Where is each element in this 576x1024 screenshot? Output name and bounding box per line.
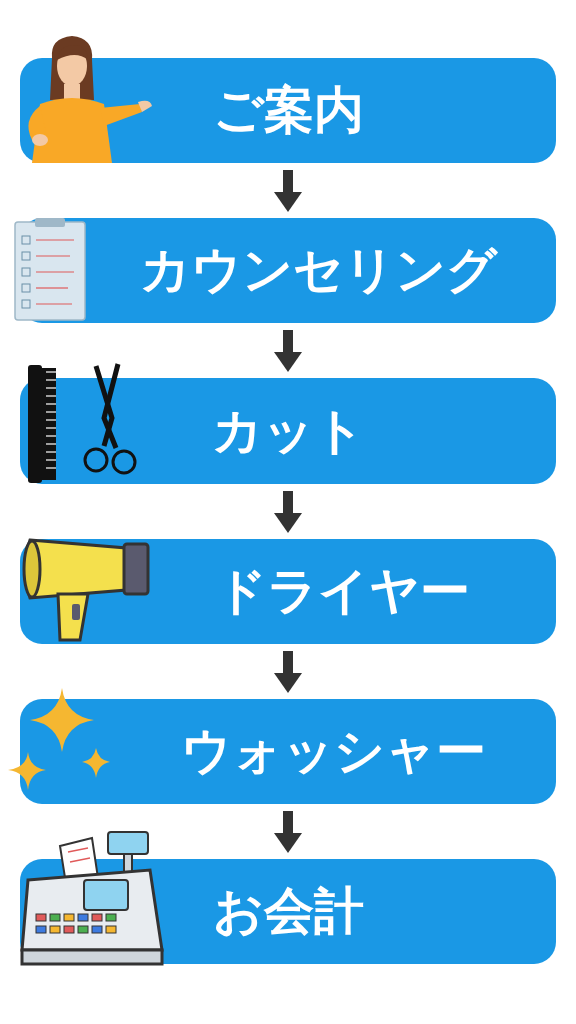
step-label: カット: [212, 404, 365, 459]
cash-register-icon-part: [68, 848, 88, 852]
cash-register-icon-part: [108, 832, 148, 854]
step-label: ウォッシャー: [181, 724, 486, 779]
process-box: ご案内: [20, 58, 556, 163]
flow-arrow: [283, 651, 293, 673]
flow-arrow: [283, 811, 293, 833]
flow-arrow: [283, 330, 293, 352]
process-box: カウンセリング: [20, 218, 556, 323]
step-label: お会計: [213, 884, 364, 939]
flow-arrow: [283, 491, 293, 513]
flow-arrow: [283, 170, 293, 192]
step-label: カウンセリング: [140, 243, 497, 298]
comb-scissors-icon-part: [46, 371, 56, 372]
process-box: カット: [20, 378, 556, 484]
process-box: お会計: [20, 859, 556, 964]
step-label: ドライヤー: [216, 564, 470, 619]
process-box: ウォッシャー: [20, 699, 556, 804]
step-label: ご案内: [213, 83, 364, 138]
process-box: ドライヤー: [20, 539, 556, 644]
